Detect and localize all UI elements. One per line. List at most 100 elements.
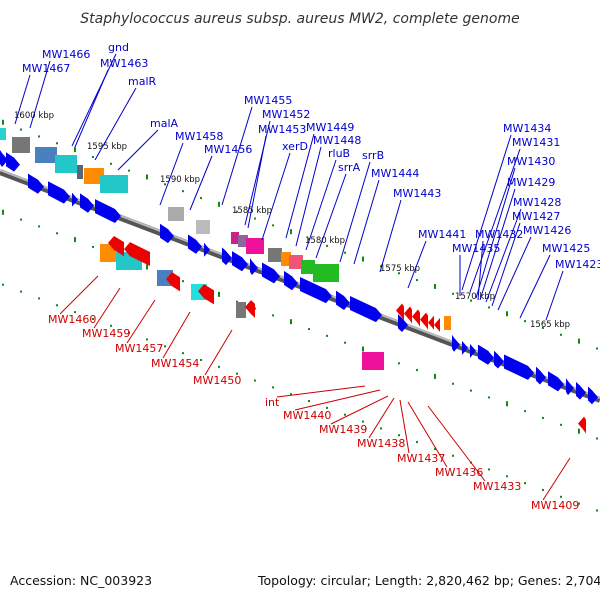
- label-leader-line: [368, 397, 395, 439]
- label-leader-line: [189, 155, 213, 211]
- scale-tick: [38, 225, 40, 228]
- scale-tick: [326, 334, 328, 337]
- scale-tick: [218, 201, 220, 207]
- scale-tick: [164, 183, 166, 186]
- scale-tick: [218, 365, 220, 368]
- forward-gene-label[interactable]: MW1463: [100, 57, 148, 70]
- forward-gene-label[interactable]: MW1432: [475, 228, 523, 241]
- forward-gene-label[interactable]: MW1429: [507, 176, 555, 189]
- label-leader-line: [427, 405, 486, 482]
- reverse-gene-arrow: [428, 315, 434, 332]
- reverse-gene-label[interactable]: MW1440: [283, 409, 331, 422]
- forward-gene-label[interactable]: gnd: [108, 41, 129, 54]
- forward-gene-label[interactable]: MW1456: [204, 143, 252, 156]
- forward-gene-arrow: [188, 234, 202, 254]
- scale-tick: [578, 502, 580, 505]
- cog-box: [238, 235, 248, 247]
- forward-gene-label[interactable]: MW1426: [523, 224, 571, 237]
- label-leader-line: [379, 199, 402, 273]
- forward-gene-label[interactable]: MW1434: [503, 122, 551, 135]
- forward-gene-label[interactable]: MW1452: [262, 108, 310, 121]
- cog-box: [444, 316, 451, 330]
- forward-gene-label[interactable]: srrB: [362, 149, 384, 162]
- genome-summary-text: Topology: circular; Length: 2,820,462 bp…: [258, 573, 600, 588]
- reverse-gene-label[interactable]: MW1436: [435, 466, 483, 479]
- forward-gene-label[interactable]: MW1443: [393, 187, 441, 200]
- reverse-gene-arrow: [166, 272, 180, 292]
- cog-box: [77, 165, 83, 179]
- scale-tick: [560, 495, 562, 498]
- scale-tick: [56, 232, 58, 235]
- forward-gene-arrow: [478, 344, 494, 365]
- label-leader-line: [59, 275, 99, 315]
- scale-tick: [344, 251, 346, 254]
- cog-box: [0, 128, 6, 140]
- scale-tick: [182, 280, 184, 283]
- reverse-gene-label[interactable]: MW1439: [319, 423, 367, 436]
- scale-tick: [560, 423, 562, 426]
- forward-gene-label[interactable]: MW1449: [306, 121, 354, 134]
- forward-gene-label[interactable]: xerD: [282, 140, 308, 153]
- forward-gene-label[interactable]: MW1466: [42, 48, 90, 61]
- forward-gene-label[interactable]: MW1431: [512, 136, 560, 149]
- reverse-gene-label[interactable]: MW1460: [48, 313, 96, 326]
- scale-tick: [560, 333, 562, 336]
- scale-tick: [56, 304, 58, 307]
- label-leader-line: [94, 87, 137, 161]
- reverse-gene-label[interactable]: MW1409: [531, 499, 579, 512]
- forward-gene-label[interactable]: MW1425: [542, 242, 590, 255]
- scale-tick: [164, 345, 166, 348]
- reverse-gene-label[interactable]: MW1437: [397, 452, 445, 465]
- label-leader-line: [491, 222, 521, 307]
- forward-gene-label[interactable]: malR: [128, 75, 157, 88]
- forward-gene-label[interactable]: MW1435: [452, 242, 500, 255]
- tick-label: 1585 kbp: [232, 206, 272, 216]
- forward-gene-arrow: [95, 199, 121, 223]
- scale-tick: [254, 379, 256, 382]
- tick-label: 1575 kbp: [380, 264, 420, 274]
- label-leader-line: [29, 60, 51, 129]
- forward-gene-label[interactable]: MW1441: [418, 228, 466, 241]
- forward-gene-label[interactable]: MW1430: [507, 155, 555, 168]
- forward-gene-arrow: [494, 350, 504, 369]
- reverse-gene-label[interactable]: int: [265, 396, 280, 409]
- forward-gene-arrow: [588, 386, 598, 405]
- reverse-gene-label[interactable]: MW1433: [473, 480, 521, 493]
- forward-gene-label[interactable]: rluB: [328, 147, 350, 160]
- forward-gene-label[interactable]: MW1428: [513, 196, 561, 209]
- forward-gene-label[interactable]: MW1448: [313, 134, 361, 147]
- reverse-gene-label[interactable]: MW1457: [115, 342, 163, 355]
- scale-tick: [524, 482, 526, 485]
- cog-box: [196, 220, 210, 234]
- scale-tick: [146, 338, 148, 341]
- label-leader-line: [294, 389, 381, 411]
- forward-gene-label[interactable]: MW1444: [371, 167, 419, 180]
- forward-gene-label[interactable]: srrA: [338, 161, 361, 174]
- label-leader-line: [407, 240, 427, 289]
- forward-gene-label[interactable]: malA: [150, 117, 179, 130]
- reverse-gene-label[interactable]: MW1454: [151, 357, 199, 370]
- forward-gene-label[interactable]: MW1467: [22, 62, 70, 75]
- scale-tick: [578, 338, 580, 344]
- forward-gene-label[interactable]: MW1455: [244, 94, 292, 107]
- forward-strand-genes: [0, 150, 598, 405]
- forward-gene-label[interactable]: MW1458: [175, 130, 223, 143]
- forward-gene-arrow: [452, 334, 460, 352]
- scale-tick: [308, 400, 310, 403]
- reverse-gene-label[interactable]: MW1450: [193, 374, 241, 387]
- cog-box: [55, 155, 77, 173]
- reverse-gene-arrow: [198, 284, 214, 305]
- reverse-gene-arrow: [108, 236, 124, 257]
- scale-tick: [74, 311, 76, 314]
- scale-tick: [434, 447, 436, 450]
- forward-gene-label[interactable]: MW1423: [555, 258, 600, 271]
- reverse-gene-label[interactable]: MW1438: [357, 437, 405, 450]
- forward-gene-label[interactable]: MW1427: [512, 210, 560, 223]
- scale-tick: [488, 468, 490, 471]
- scale-tick: [326, 244, 328, 247]
- reverse-gene-label[interactable]: MW1459: [82, 327, 130, 340]
- forward-gene-label[interactable]: MW1453: [258, 123, 306, 136]
- scale-tick: [470, 389, 472, 392]
